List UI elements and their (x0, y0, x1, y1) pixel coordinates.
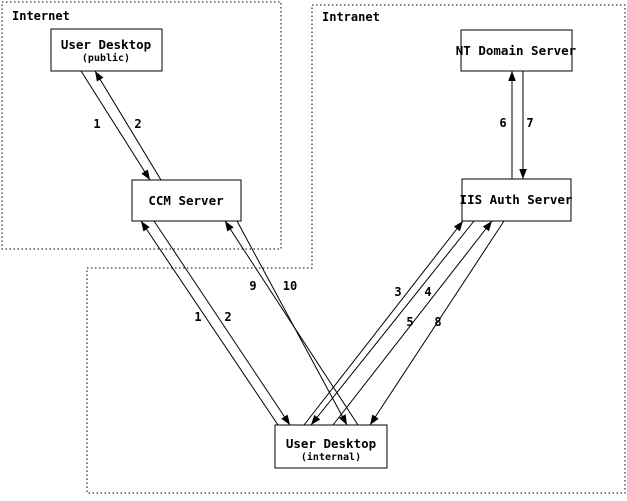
user-desktop-public-sublabel: (public) (82, 52, 130, 64)
iis-auth-server-box (461, 178, 572, 222)
edge-label-3: 3 (394, 285, 401, 299)
edge-line-10-ccm-to-internal (236, 220, 348, 426)
user-desktop-public-box (50, 28, 163, 72)
internet-zone-label: Internet (12, 9, 70, 23)
iis-auth-server-label: IIS Auth Server (460, 192, 573, 207)
ccm-server-label: CCM Server (148, 193, 224, 208)
edge-label-7: 7 (526, 116, 533, 130)
edge-line-5-internal-to-iis (332, 220, 493, 426)
ccm-server-box (131, 179, 242, 222)
edge-label-2-public: 2 (134, 117, 141, 131)
edge-line-8-iis-to-internal (369, 220, 505, 426)
user-desktop-internal-box (274, 424, 388, 469)
intranet-zone-border (86, 4, 626, 494)
edge-label-8: 8 (434, 315, 441, 329)
node-user-desktop-public: User Desktop (public) (50, 28, 163, 72)
node-user-desktop-internal: User Desktop (internal) (274, 424, 388, 469)
user-desktop-internal-label: User Desktop (286, 436, 376, 451)
edge-label-1-internal: 1 (194, 310, 201, 324)
edge-label-10: 10 (283, 279, 297, 293)
edge-line-1-internal-to-ccm (140, 220, 279, 426)
edge-label-6: 6 (499, 116, 506, 130)
user-desktop-internal-sublabel: (internal) (301, 451, 361, 463)
edge-line-1-public-to-ccm (80, 70, 151, 181)
node-iis-auth-server: IIS Auth Server (460, 178, 573, 222)
nt-domain-server-label: NT Domain Server (456, 43, 577, 58)
internet-zone-border (1, 1, 282, 250)
user-desktop-public-label: User Desktop (61, 37, 151, 52)
edge-line-4-iis-to-internal (310, 220, 475, 426)
edge-line-2-ccm-to-public (94, 70, 162, 181)
edge-label-1-public: 1 (93, 117, 100, 131)
nt-domain-server-box (460, 29, 573, 72)
node-nt-domain-server: NT Domain Server (456, 29, 577, 72)
edge-line-3-internal-to-iis (303, 220, 464, 426)
edge-label-5: 5 (406, 315, 413, 329)
intranet-zone-label: Intranet (322, 10, 380, 24)
node-ccm-server: CCM Server (131, 179, 242, 222)
edge-label-4: 4 (424, 285, 431, 299)
edge-line-2-ccm-to-internal (153, 220, 291, 426)
edge-label-2-internal: 2 (224, 310, 231, 324)
edge-label-9: 9 (249, 279, 256, 293)
